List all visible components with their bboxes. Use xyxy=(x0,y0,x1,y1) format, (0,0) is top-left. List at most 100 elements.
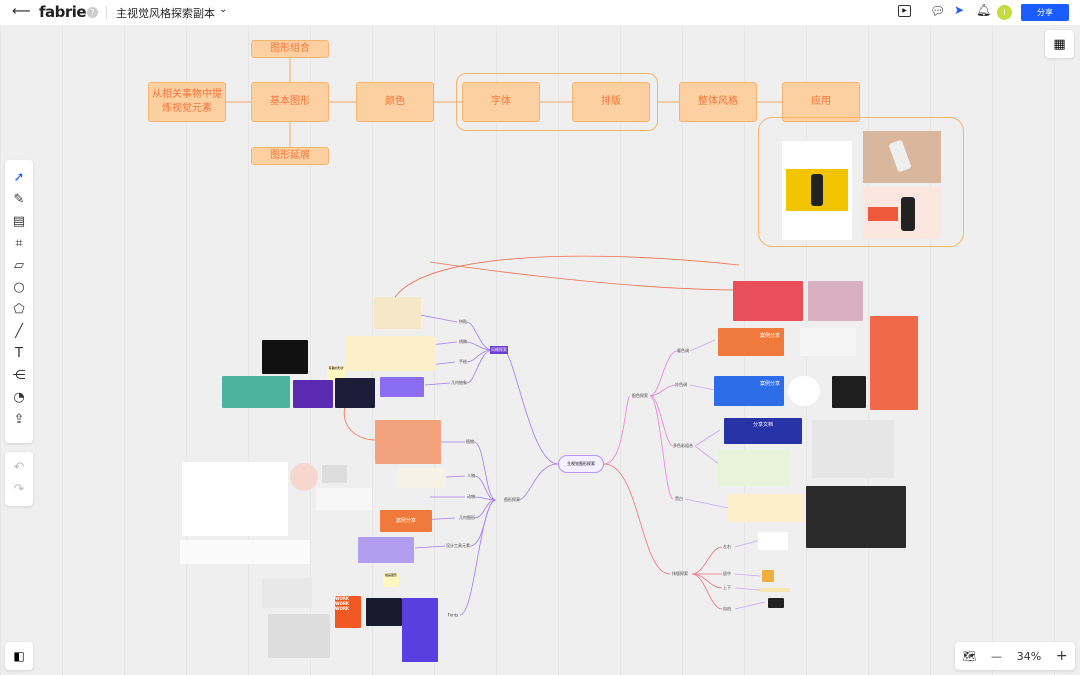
image-thumbnail[interactable] xyxy=(812,420,894,478)
work-thumbnail[interactable]: WORK WORK WORK xyxy=(335,596,361,628)
image-thumbnail[interactable] xyxy=(375,420,441,464)
image-thumbnail[interactable] xyxy=(808,281,863,321)
image-thumbnail[interactable] xyxy=(290,463,318,491)
mindmap-leaf[interactable]: 线稿 xyxy=(459,339,467,344)
share-button[interactable]: 分享 xyxy=(1021,4,1069,21)
mindmap-leaf[interactable]: 几何图形 xyxy=(459,515,475,520)
image-thumbnail[interactable] xyxy=(222,376,290,408)
mindmap-tool-icon[interactable]: ⋲ xyxy=(12,367,26,383)
palette-tool-icon[interactable]: ◔ xyxy=(13,389,25,405)
sticky-note[interactable]: 插画图形 xyxy=(383,573,399,587)
line-tool-icon[interactable]: ╱ xyxy=(15,323,23,339)
mindmap-leaf[interactable]: 设计工具元素 xyxy=(446,543,470,548)
image-thumbnail[interactable] xyxy=(718,450,790,486)
mindmap-leaf[interactable]: 人物 xyxy=(467,473,475,478)
flow-node-shape-extend[interactable]: 图形延展 xyxy=(251,147,329,165)
select-tool-icon[interactable]: ➚ xyxy=(13,169,25,185)
flow-node-style[interactable]: 整体风格 xyxy=(679,82,757,122)
flow-node-source[interactable]: 从相关事物中提炼视觉元素 xyxy=(148,82,226,122)
image-thumbnail[interactable] xyxy=(346,336,436,371)
case-thumbnail[interactable]: 分享文档 xyxy=(724,418,802,444)
image-thumbnail[interactable] xyxy=(768,598,784,608)
bell-icon[interactable]: 🔔︎ xyxy=(976,3,992,17)
help-icon[interactable]: ? xyxy=(87,7,98,18)
crop-tool-icon[interactable]: ⌗ xyxy=(15,235,23,251)
flow-node-font[interactable]: 字体 xyxy=(462,82,540,122)
layers-icon[interactable]: ◧ xyxy=(5,642,33,670)
image-thumbnail[interactable] xyxy=(758,532,788,550)
mindmap-leaf[interactable]: 动物 xyxy=(467,494,475,499)
mindmap-leaf[interactable]: 暖色调 xyxy=(677,348,689,353)
image-thumbnail[interactable] xyxy=(293,380,333,408)
zoom-out-button[interactable]: — xyxy=(991,649,1003,663)
sticky-note[interactable]: 有趣的形状 xyxy=(327,366,345,380)
case-thumbnail[interactable]: 案例分享 xyxy=(714,376,784,406)
flow-node-color[interactable]: 颜色 xyxy=(356,82,434,122)
image-thumbnail[interactable] xyxy=(268,614,330,658)
mindmap-leaf[interactable]: 黑白 xyxy=(675,496,683,501)
flow-node-basic-shape[interactable]: 基本图形 xyxy=(251,82,329,122)
upload-icon[interactable]: ⇪ xyxy=(13,411,25,427)
chevron-down-icon[interactable]: ⌄ xyxy=(219,4,228,15)
flow-node-shape-combine[interactable]: 图形组合 xyxy=(251,40,329,58)
present-icon[interactable]: ▶ xyxy=(898,5,911,17)
table-icon[interactable]: ▦ xyxy=(1045,30,1074,58)
pen-tool-icon[interactable]: ✎ xyxy=(13,191,25,207)
flow-node-apply[interactable]: 应用 xyxy=(782,82,860,122)
image-thumbnail[interactable] xyxy=(358,537,414,563)
mindmap-leaf[interactable]: 居中 xyxy=(723,571,731,576)
frame-tool-icon[interactable]: ▤ xyxy=(12,213,26,229)
image-thumbnail[interactable] xyxy=(262,578,312,608)
mindmap-center-node[interactable]: 主视觉图形探索 xyxy=(558,455,604,473)
mindmap-branch-color[interactable]: 配色探索 xyxy=(632,393,648,398)
mindmap-branch-style[interactable]: 风格探索 xyxy=(490,346,508,354)
mindmap-leaf[interactable]: 手绘 xyxy=(459,359,467,364)
image-thumbnail[interactable] xyxy=(733,281,803,321)
mindmap-leaf[interactable]: Fonts xyxy=(447,612,459,618)
app-logo[interactable]: fabrie xyxy=(39,3,87,21)
image-thumbnail[interactable] xyxy=(870,316,918,410)
image-thumbnail[interactable] xyxy=(832,376,866,408)
text-tool-icon[interactable]: T xyxy=(15,345,23,361)
image-thumbnail[interactable] xyxy=(760,588,790,592)
mindmap-branch-graphic[interactable]: 图形探索 xyxy=(504,497,520,502)
image-thumbnail[interactable] xyxy=(762,570,774,582)
case-thumbnail[interactable]: 案例分享 xyxy=(380,510,432,532)
zoom-level[interactable]: 34% xyxy=(1016,649,1042,663)
image-thumbnail[interactable] xyxy=(180,540,310,564)
mindmap-branch-layout[interactable]: 排版探索 xyxy=(672,571,688,576)
image-thumbnail[interactable] xyxy=(366,598,402,626)
image-thumbnail[interactable] xyxy=(788,376,820,406)
image-thumbnail[interactable] xyxy=(335,378,375,408)
mindmap-leaf[interactable]: 自由 xyxy=(723,606,731,611)
mindmap-leaf[interactable]: 左右 xyxy=(723,544,731,549)
avatar[interactable]: I xyxy=(997,5,1012,20)
mindmap-leaf[interactable]: 冷色调 xyxy=(675,382,687,387)
image-thumbnail[interactable] xyxy=(374,297,421,329)
circle-tool-icon[interactable]: ○ xyxy=(13,279,25,295)
image-thumbnail[interactable] xyxy=(402,598,438,662)
back-icon[interactable]: ⟵ xyxy=(12,4,31,19)
image-thumbnail[interactable] xyxy=(262,340,308,374)
polygon-tool-icon[interactable]: ⬠ xyxy=(13,301,25,317)
mindmap-leaf[interactable]: 上下 xyxy=(723,585,731,590)
flow-node-layout[interactable]: 排版 xyxy=(572,82,650,122)
mindmap-leaf[interactable]: 拼贴 xyxy=(459,319,467,324)
zoom-in-button[interactable]: + xyxy=(1055,648,1068,664)
image-thumbnail[interactable] xyxy=(800,328,856,356)
image-thumbnail[interactable] xyxy=(398,468,446,488)
redo-icon[interactable]: ↷ xyxy=(13,481,25,497)
image-thumbnail[interactable] xyxy=(728,494,804,522)
mindmap-leaf[interactable]: 几何抽象 xyxy=(451,380,467,385)
image-thumbnail[interactable] xyxy=(182,462,288,536)
case-thumbnail[interactable]: 案例分享 xyxy=(718,328,784,356)
image-thumbnail[interactable] xyxy=(806,486,906,548)
mindmap-leaf[interactable]: 植物 xyxy=(466,439,474,444)
image-thumbnail[interactable] xyxy=(316,488,372,510)
sticky-note-icon[interactable]: ▱ xyxy=(14,257,24,273)
minimap-icon[interactable]: 🗺︎ xyxy=(962,649,977,663)
mindmap-leaf[interactable]: 多色彩组合 xyxy=(673,443,693,448)
document-title[interactable]: 主视觉风格探索副本 xyxy=(116,7,215,20)
undo-icon[interactable]: ↶ xyxy=(13,459,25,475)
image-thumbnail[interactable] xyxy=(380,377,424,397)
